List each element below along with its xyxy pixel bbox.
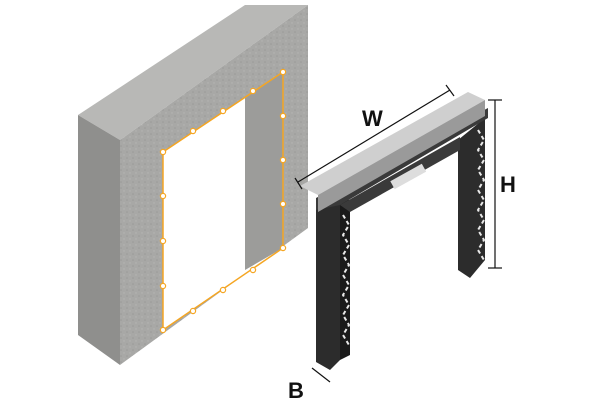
width-dimension-line <box>297 89 451 183</box>
header-face <box>340 137 460 212</box>
depth-label: B <box>288 378 304 400</box>
right-curtain-edge <box>476 129 486 261</box>
header-top <box>300 92 485 195</box>
dock-shelter <box>300 92 488 370</box>
wall-top-face <box>78 5 308 140</box>
height-label: H <box>500 172 516 197</box>
header-front <box>318 100 485 212</box>
outline-markers <box>159 68 287 334</box>
left-post <box>316 198 340 370</box>
brand-logo <box>390 163 427 190</box>
left-post-side <box>340 198 350 360</box>
depth-dimension-line <box>311 367 331 383</box>
right-post <box>458 118 485 278</box>
concrete-wall <box>78 5 308 365</box>
width-label: W <box>362 106 383 131</box>
opening-inner-side <box>245 72 283 270</box>
wall-left-face <box>78 115 120 365</box>
dimension-lines <box>294 84 502 383</box>
left-curtain-edge <box>341 214 351 346</box>
